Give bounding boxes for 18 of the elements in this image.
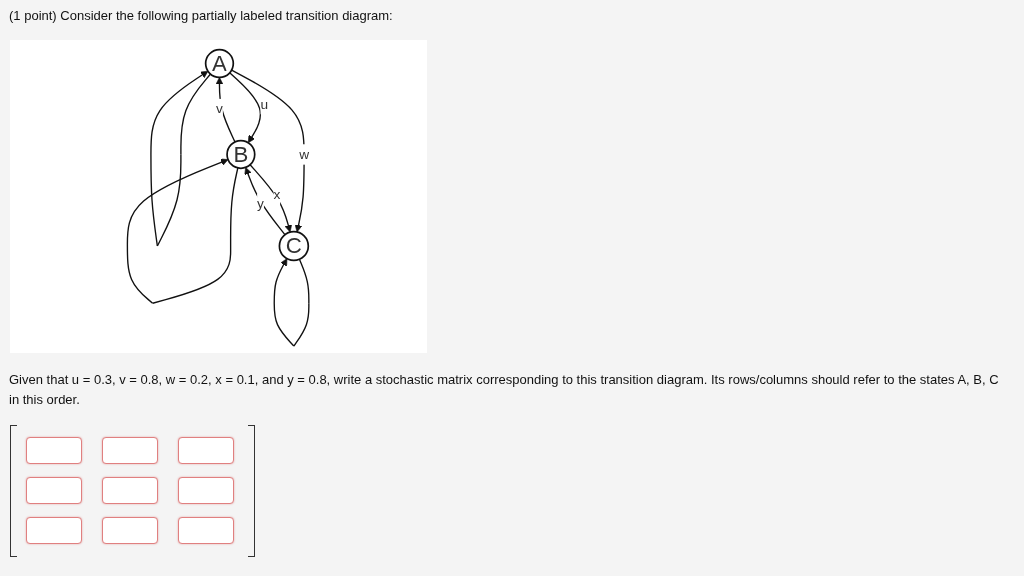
arrow: [273, 258, 310, 347]
edge-label: u: [260, 96, 269, 112]
edge-label: x: [273, 187, 281, 202]
node-circle: B: [226, 139, 256, 170]
edge-label: w: [299, 146, 310, 162]
question-heading: (1 point) Consider the following partially labeled transition diagram:: [9, 8, 393, 23]
arrow: [215, 77, 236, 143]
question-text: Given that u = 0.3, v = 0.8, w = 0.2, x = 0.1, and y = 0.8, write a stochastic matrix corresponding to this transition diagram. Its rows/columns should refer to the states A, B, C in this order.: [9, 371, 999, 409]
arrow: [231, 69, 306, 233]
arrow: [126, 158, 239, 304]
arrow: [229, 72, 262, 144]
edge-label: y: [257, 196, 265, 211]
arrow: [244, 167, 286, 236]
arrow: [150, 70, 212, 247]
arrow: [249, 164, 293, 233]
node-circle: A: [205, 48, 235, 79]
edge-label: v: [216, 101, 224, 116]
node-circle: C: [278, 230, 310, 262]
